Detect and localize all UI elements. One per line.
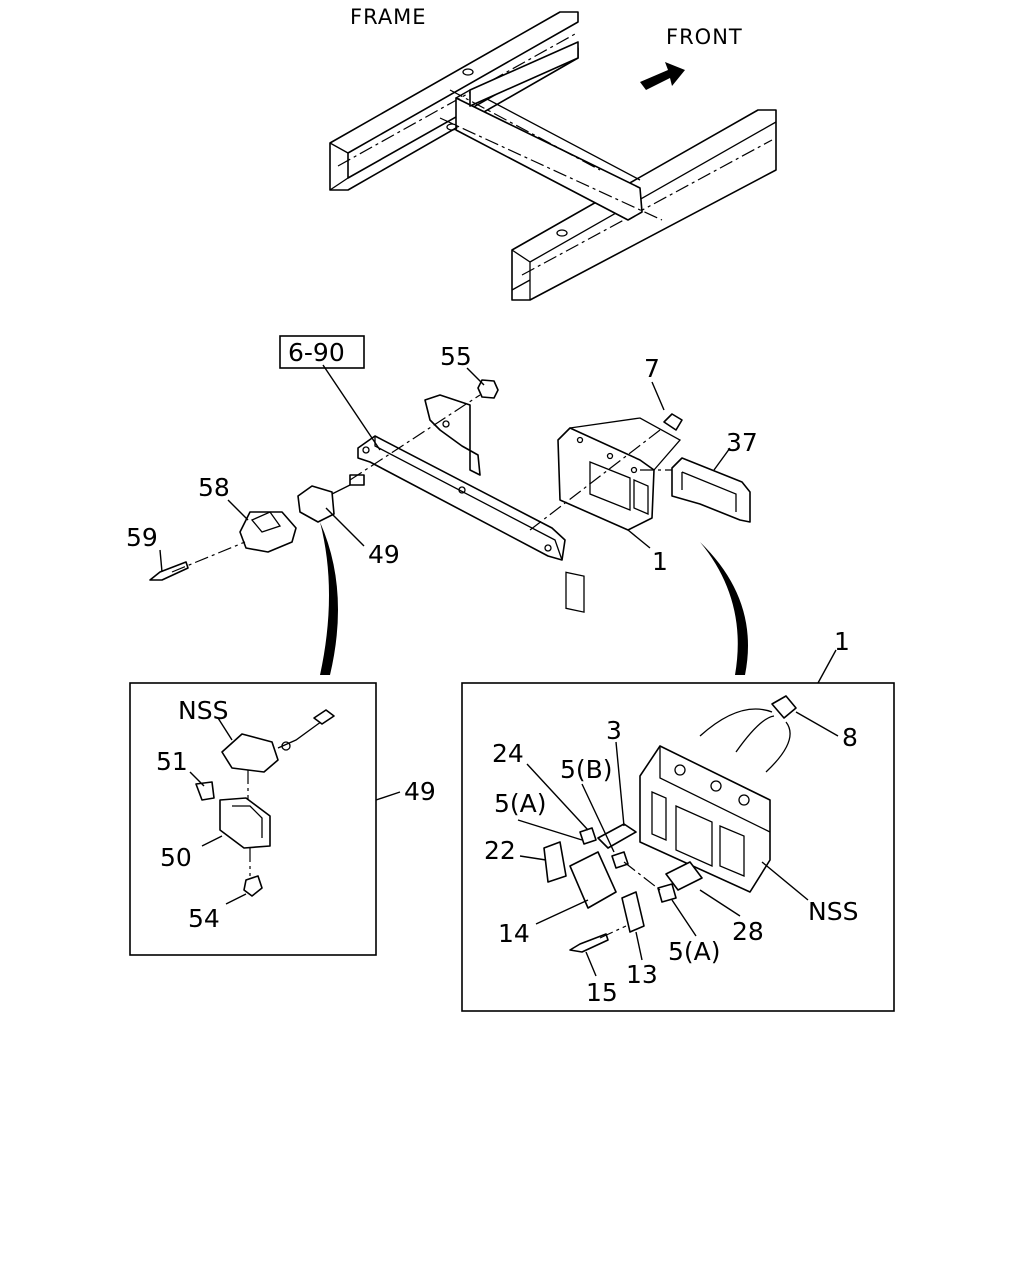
label-50: 50 [160,843,192,872]
vehicle-frame [329,11,777,301]
label-54: 54 [188,904,220,933]
label-5a-top: 5(A) [494,789,547,818]
label-49: 49 [368,540,400,569]
label-frame: FRAME [350,5,427,29]
label-3: 3 [606,716,622,745]
sensor-58 [239,511,297,553]
label-14: 14 [498,919,530,948]
screw-7 [663,413,683,431]
label-nss-right: NSS [808,897,858,926]
label-58: 58 [198,473,230,502]
label-5a-bottom: 5(A) [668,937,721,966]
bracket [357,394,566,561]
plug-24 [579,827,597,845]
screw-54 [243,875,263,897]
screw-15 [569,933,609,953]
detail-pointer-right [700,542,748,675]
label-55: 55 [440,342,472,371]
cover-14 [569,851,617,909]
label-49-detail: 49 [404,777,436,806]
label-ref-6-90: 6-90 [288,338,345,367]
label-5b: 5(B) [560,755,613,784]
label-24: 24 [492,739,524,768]
grommet-51 [195,781,215,801]
label-front: FRONT [666,25,743,49]
plate-22 [543,841,567,883]
front-arrow-icon [640,62,685,90]
plug-5b [611,851,629,869]
label-59: 59 [126,523,158,552]
label-37: 37 [726,428,758,457]
label-15: 15 [586,978,618,1007]
connector-49 [297,474,365,523]
harness-8 [699,695,797,773]
label-51: 51 [156,747,188,776]
label-13: 13 [626,960,658,989]
plate-13 [621,891,645,933]
detail-box-1 [461,682,895,1012]
bracket-50 [219,797,271,849]
gasket-3 [597,823,637,849]
sensor-nss [221,709,335,773]
label-1: 1 [652,547,668,576]
label-28: 28 [732,917,764,946]
control-unit [557,417,682,613]
label-nss-left: NSS [178,696,228,725]
control-unit-detail [639,745,771,893]
plug-5a [657,883,677,903]
label-7: 7 [644,354,660,383]
ref-box-6-90 [279,335,365,369]
detail-box-49 [129,682,377,956]
screw-59 [149,561,189,581]
label-22: 22 [484,836,516,865]
cover-37 [671,457,751,523]
pad-28 [665,861,703,891]
detail-pointer-left [320,522,338,675]
label-1-detail: 1 [834,627,850,656]
label-8: 8 [842,723,858,752]
